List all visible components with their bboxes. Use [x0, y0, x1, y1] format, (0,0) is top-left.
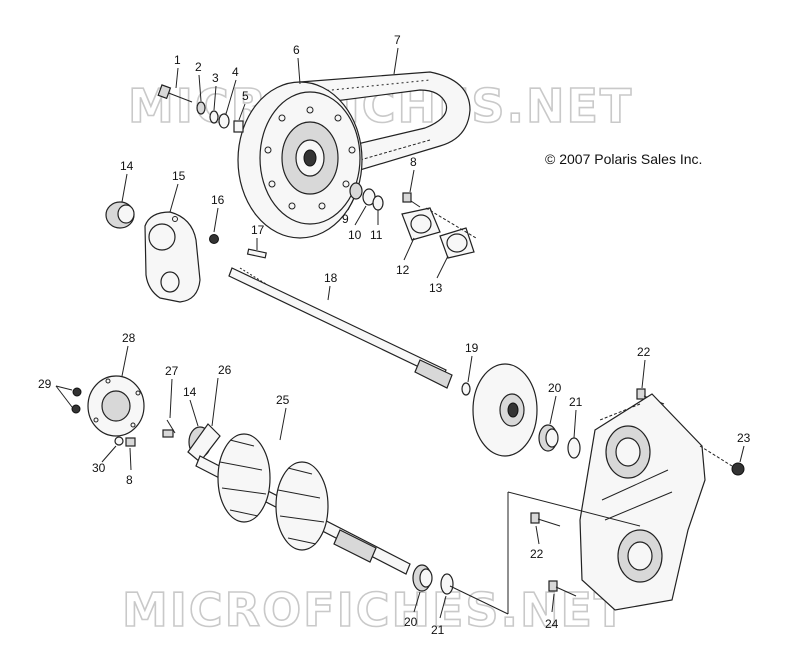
callout-29: 29: [38, 377, 52, 391]
callout-18: 18: [324, 271, 338, 285]
callout-23: 23: [737, 431, 751, 445]
callout-17: 17: [251, 223, 265, 237]
track-sprocket-left: [217, 433, 271, 523]
callout-21-upper: 21: [569, 395, 583, 409]
bearing-20-upper: [538, 424, 559, 452]
leader-lines: [55, 47, 745, 619]
callout-14-lower: 14: [183, 385, 197, 399]
washer-2: [196, 101, 206, 115]
callout-28: 28: [122, 331, 136, 345]
ring-19: [461, 382, 471, 396]
brake-disc: [472, 363, 538, 457]
callout-22-upper: 22: [637, 345, 651, 359]
callout-26: 26: [218, 363, 232, 377]
callout-2: 2: [195, 60, 202, 74]
washer-11: [372, 195, 384, 211]
nut-29-a: [72, 387, 82, 397]
driven-shaft-18: [228, 267, 453, 389]
bolt-24: [548, 580, 577, 597]
callout-9: 9: [342, 212, 349, 226]
callout-25: 25: [276, 393, 290, 407]
bolt-8-upper: [402, 192, 421, 208]
callout-30: 30: [92, 461, 106, 475]
callout-20-upper: 20: [548, 381, 562, 395]
callout-12: 12: [396, 263, 410, 277]
callout-20-lower: 20: [404, 615, 418, 629]
drive-shaft-25: [195, 433, 411, 575]
nut-29-b: [71, 404, 81, 414]
washer-9: [349, 182, 363, 200]
callout-8-upper: 8: [410, 155, 417, 169]
callout-6: 6: [293, 43, 300, 57]
ring-21-lower: [440, 573, 454, 595]
callout-3: 3: [212, 71, 219, 85]
callout-21-lower: 21: [431, 623, 445, 637]
callout-22-lower: 22: [530, 547, 544, 561]
bearing-flange-28: [87, 375, 145, 437]
callout-24: 24: [545, 617, 559, 631]
callout-10: 10: [348, 228, 362, 242]
nut-16: [209, 234, 219, 244]
callout-16: 16: [211, 193, 225, 207]
bushing-5: [233, 120, 244, 133]
bolt-27: [162, 419, 176, 438]
ring-21-upper: [567, 437, 581, 459]
callout-numbers: 1 2 3 4 5 6 7 8 9 10 11 12 13 14 15 16 1…: [38, 33, 751, 637]
key-17: [246, 248, 267, 259]
callout-8-lower: 8: [126, 473, 133, 487]
nut-23: [731, 462, 745, 476]
callout-5: 5: [242, 89, 249, 103]
washer-3: [209, 110, 219, 124]
callout-27: 27: [165, 364, 179, 378]
bearing-plate-12: [401, 207, 441, 241]
bearing-plate-15: [144, 211, 201, 303]
callout-4: 4: [232, 65, 239, 79]
bolt-1: [157, 84, 193, 103]
callout-13: 13: [429, 281, 443, 295]
callout-1: 1: [174, 53, 181, 67]
callout-19: 19: [465, 341, 479, 355]
washer-30: [114, 436, 124, 446]
watermark-bottom: MICROFICHES.NET: [122, 583, 627, 637]
copyright-text: © 2007 Polaris Sales Inc.: [545, 151, 702, 167]
callout-7: 7: [394, 33, 401, 47]
callout-14-upper: 14: [120, 159, 134, 173]
seal-26: [187, 423, 221, 463]
chaincase-housing: [579, 393, 706, 611]
washer-4: [218, 113, 230, 129]
callout-11: 11: [370, 228, 383, 242]
bearing-20-lower: [412, 564, 433, 592]
track-sprocket-right: [275, 461, 329, 551]
bolt-8-lower: [125, 437, 136, 447]
callout-15: 15: [172, 169, 186, 183]
bearing-14-upper: [105, 201, 135, 229]
bearing-plate-13: [439, 227, 475, 259]
bolt-22-lower: [530, 512, 561, 527]
